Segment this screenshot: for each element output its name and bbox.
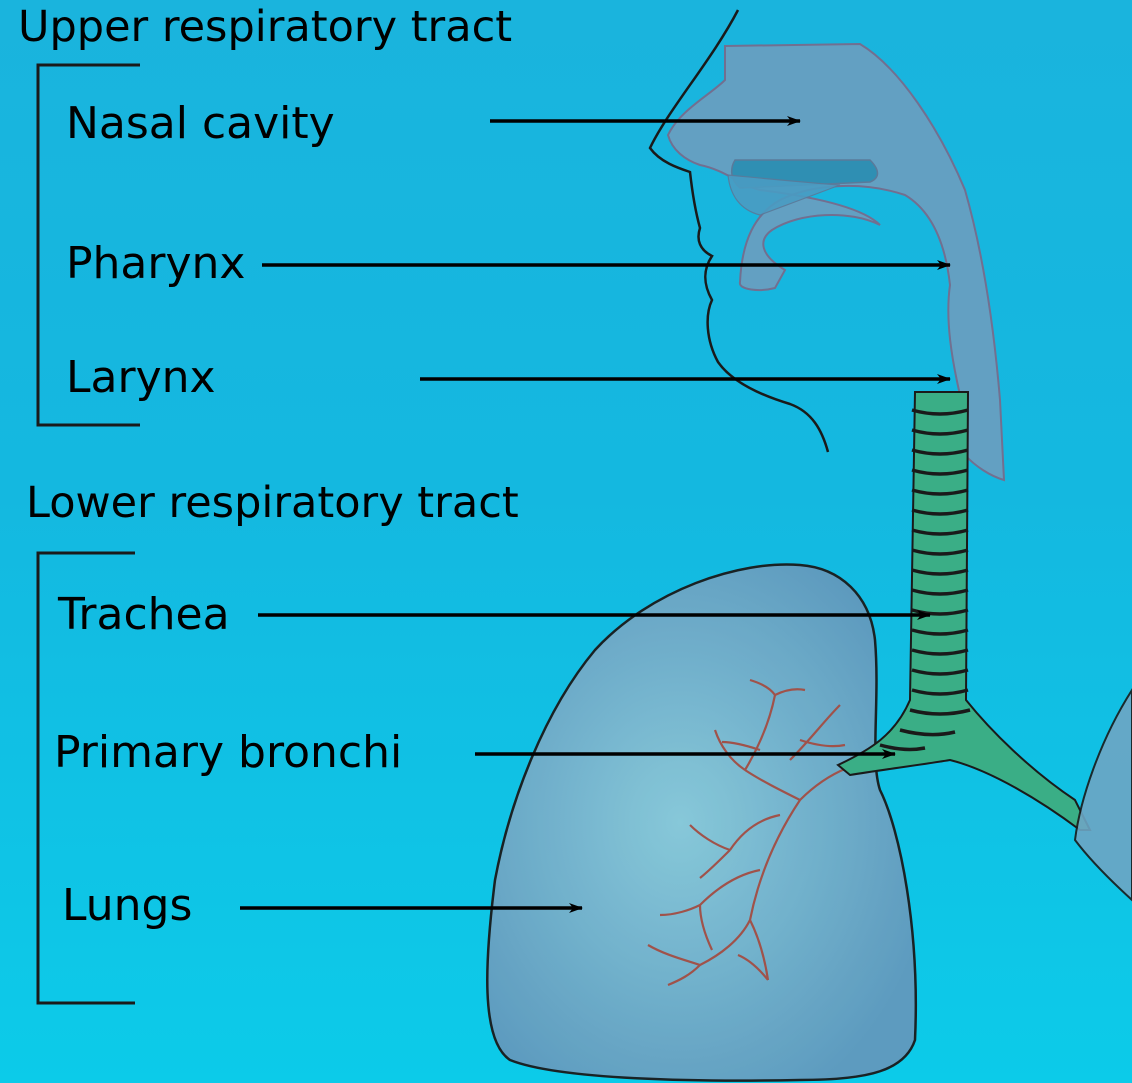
lung-shape bbox=[487, 564, 916, 1080]
pharynx-label: Pharynx bbox=[66, 242, 245, 286]
trachea-label: Trachea bbox=[58, 593, 230, 637]
right-lung-edge bbox=[1075, 690, 1132, 900]
nasal-cavity-label: Nasal cavity bbox=[66, 102, 335, 146]
lower-respiratory-tract-heading: Lower respiratory tract bbox=[26, 482, 519, 525]
larynx-label: Larynx bbox=[66, 356, 216, 400]
lungs-label: Lungs bbox=[62, 884, 192, 928]
upper-respiratory-tract-heading: Upper respiratory tract bbox=[18, 6, 512, 49]
primary-bronchi-label: Primary bronchi bbox=[54, 731, 402, 775]
trachea-structure bbox=[838, 392, 1090, 830]
